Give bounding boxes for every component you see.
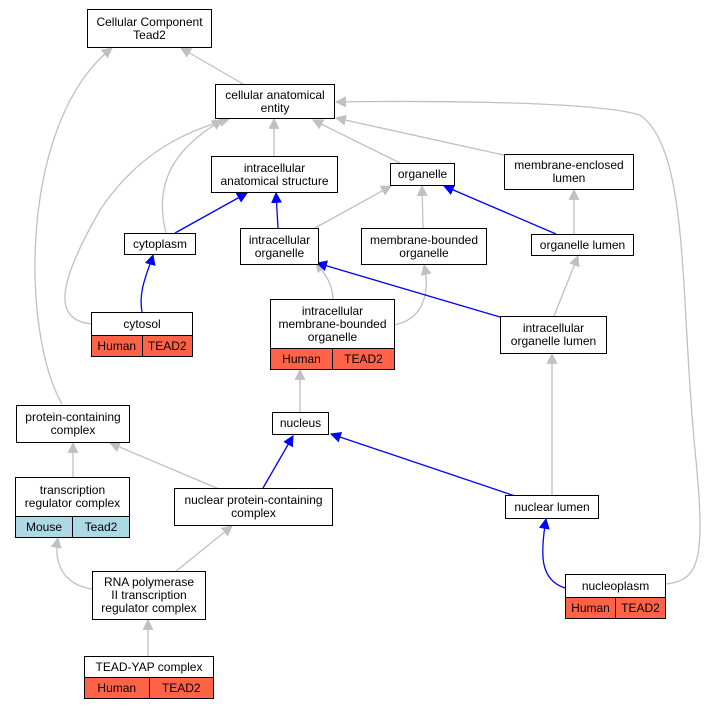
annotation-row: Human TEAD2 — [566, 597, 665, 618]
node-membrane-bounded-organelle[interactable]: membrane-bounded organelle — [361, 228, 487, 265]
edge-cytoplasm-to-ias — [174, 192, 248, 234]
node-label: nuclear lumen — [514, 499, 590, 514]
node-label: TEAD-YAP complex — [95, 659, 203, 674]
node-transcription-regulator-complex[interactable]: transcription regulator complex Mouse Te… — [15, 477, 130, 538]
edge-iol-to-ol — [553, 254, 580, 317]
node-label: protein-containing complex — [25, 410, 121, 437]
node-intracellular-organelle[interactable]: intracellular organelle — [240, 228, 319, 265]
node-label: transcription regulator complex — [24, 483, 121, 510]
edge-imbo-to-intra-organelle — [315, 261, 334, 301]
node-membrane-enclosed-lumen[interactable]: membrane-enclosed lumen — [504, 154, 634, 190]
edge-intra-organelle-to-ias — [271, 191, 283, 229]
species-cell: Human — [92, 336, 142, 356]
edge-nucleoplasm-to-nuclear-lumen — [538, 517, 566, 589]
gene-cell: TEAD2 — [615, 598, 665, 618]
node-rna-polymerase-ii-complex[interactable]: RNA polymerase II transcription regulato… — [92, 571, 206, 620]
node-tead-yap-complex[interactable]: TEAD-YAP complex Human TEAD2 — [84, 656, 214, 699]
node-label: membrane-bounded organelle — [369, 232, 479, 260]
edge-cytosol-to-cytoplasm — [140, 253, 156, 313]
edge-nucleoplasm-to-entity — [334, 96, 701, 585]
species-cell: Mouse — [16, 517, 72, 537]
node-intracellular-anatomical-structure[interactable]: intracellular anatomical structure — [211, 156, 338, 193]
node-cytoplasm[interactable]: cytoplasm — [124, 233, 196, 255]
edge-nuclear-lumen-to-nucleus — [329, 431, 516, 497]
edge-npc-to-protein-complex — [108, 441, 220, 490]
annotation-row: Human TEAD2 — [85, 677, 213, 698]
annotation-row: Human TEAD2 — [92, 335, 192, 356]
edge-entity-to-cc — [180, 47, 244, 85]
node-label: RNA polymerase II transcription regulato… — [101, 575, 197, 615]
node-label: intracellular membrane-bounded organelle — [278, 303, 387, 344]
annotation-row: Mouse Tead2 — [16, 516, 129, 537]
node-label: organelle lumen — [539, 237, 626, 252]
node-nucleoplasm[interactable]: nucleoplasm Human TEAD2 — [565, 574, 666, 619]
edge-ol-to-organelle — [442, 184, 557, 235]
node-label: membrane-enclosed lumen — [514, 158, 624, 185]
edge-rnapol-to-tr-complex — [50, 536, 93, 590]
gene-cell: Tead2 — [72, 517, 129, 537]
node-label: nucleus — [279, 416, 322, 430]
edge-imbo-to-mbo — [392, 263, 432, 326]
edge-mel-to-entity — [334, 114, 509, 157]
edge-cytosol-to-entity — [64, 116, 231, 325]
node-nucleus[interactable]: nucleus — [272, 412, 329, 435]
annotation-row: Human TEAD2 — [271, 348, 394, 369]
edge-cytoplasm-to-entity — [161, 119, 223, 234]
edge-iol-to-intra-organelle — [315, 260, 501, 318]
edge-npc-to-nucleus — [262, 435, 294, 489]
node-nuclear-lumen[interactable]: nuclear lumen — [505, 495, 599, 519]
gene-cell: TEAD2 — [141, 336, 192, 356]
node-label: cellular anatomical entity — [225, 87, 325, 115]
node-label: organelle — [397, 167, 448, 181]
species-cell: Human — [566, 598, 615, 618]
node-cytosol[interactable]: cytosol Human TEAD2 — [91, 312, 193, 357]
node-label: intracellular anatomical structure — [220, 160, 329, 188]
species-cell: Human — [85, 678, 149, 698]
species-cell: Human — [271, 349, 332, 369]
node-organelle[interactable]: organelle — [390, 163, 455, 186]
gene-cell: TEAD2 — [332, 349, 394, 369]
gene-cell: TEAD2 — [148, 678, 213, 698]
node-intracellular-membrane-bounded-organelle[interactable]: intracellular membrane-bounded organelle… — [270, 299, 395, 370]
edge-mbo-to-organelle — [416, 184, 428, 229]
node-cellular-component-tead2[interactable]: Cellular Component Tead2 — [87, 9, 212, 48]
edge-organelle-to-entity — [312, 119, 401, 164]
node-label: cytoplasm — [132, 236, 188, 251]
node-protein-containing-complex[interactable]: protein-containing complex — [16, 405, 130, 443]
edge-protein-complex-to-cc — [34, 47, 113, 405]
node-label: nuclear protein-containing complex — [184, 493, 323, 520]
node-label: intracellular organelle — [248, 232, 311, 260]
edge-rnapol-to-npc — [174, 525, 233, 573]
node-label: intracellular organelle lumen — [510, 321, 597, 348]
node-label: cytosol — [123, 316, 161, 331]
node-nuclear-protein-containing-complex[interactable]: nuclear protein-containing complex — [174, 488, 333, 526]
edge-intra-organelle-to-organelle — [314, 185, 392, 229]
node-cellular-anatomical-entity[interactable]: cellular anatomical entity — [215, 84, 335, 119]
node-label: nucleoplasm — [581, 578, 650, 593]
node-intracellular-organelle-lumen[interactable]: intracellular organelle lumen — [500, 316, 607, 354]
node-organelle-lumen[interactable]: organelle lumen — [531, 234, 634, 256]
node-label: Cellular Component Tead2 — [96, 14, 203, 42]
